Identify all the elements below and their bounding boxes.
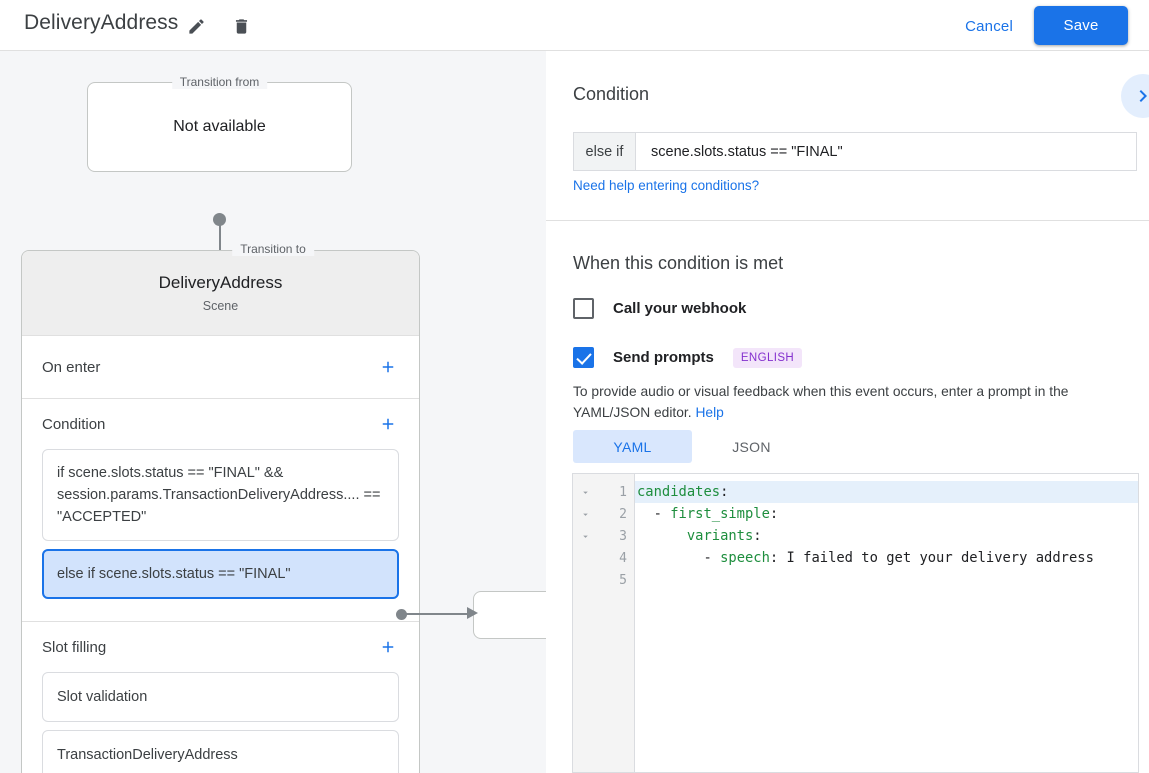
line-number: 5 bbox=[619, 572, 627, 588]
fold-arrow-icon[interactable] bbox=[573, 531, 597, 542]
line-number: 3 bbox=[619, 528, 627, 544]
app-header: DeliveryAddress Cancel Save bbox=[0, 0, 1149, 51]
code-line[interactable]: - speech: I failed to get your delivery … bbox=[635, 547, 1138, 569]
slot-chip-transaction-delivery-address[interactable]: TransactionDeliveryAddress bbox=[42, 730, 399, 773]
edge-line bbox=[404, 613, 470, 615]
section-on-enter: On enter bbox=[22, 336, 419, 399]
yaml-text: - bbox=[637, 506, 671, 522]
gutter-row: 3 bbox=[573, 525, 634, 547]
send-prompts-row[interactable]: Send prompts ENGLISH bbox=[573, 347, 803, 368]
condition-expression-input[interactable]: scene.slots.status == "FINAL" bbox=[651, 143, 843, 160]
plus-icon[interactable] bbox=[377, 413, 399, 435]
scene-type: Scene bbox=[202, 299, 239, 313]
line-number: 1 bbox=[619, 484, 627, 500]
yaml-text: - bbox=[637, 550, 721, 566]
connector-line bbox=[219, 219, 221, 265]
language-badge: ENGLISH bbox=[732, 347, 803, 368]
transition-from-card: Transition from Not available bbox=[87, 75, 352, 172]
yaml-text: : I failed to get your delivery address bbox=[769, 550, 1094, 566]
send-prompts-label: Send prompts bbox=[613, 349, 714, 366]
condition-chip-else-if[interactable]: else if scene.slots.status == "FINAL" bbox=[42, 549, 399, 599]
section-condition: Condition if scene.slots.status == "FINA… bbox=[22, 399, 419, 622]
chevron-right-icon[interactable] bbox=[1121, 74, 1149, 118]
gutter-row: 5 bbox=[573, 569, 634, 591]
scene-header: DeliveryAddress Scene bbox=[22, 251, 419, 336]
transition-from-legend: Transition from bbox=[171, 75, 268, 89]
flow-canvas[interactable]: Transition from Not available Transition… bbox=[0, 51, 546, 773]
call-webhook-label: Call your webhook bbox=[613, 300, 747, 317]
code-editor[interactable]: 1 2 3 4 5 candidates: - first_simple: varian… bbox=[572, 473, 1139, 773]
condition-help-link[interactable]: Need help entering conditions? bbox=[573, 178, 760, 193]
yaml-key: variants bbox=[686, 528, 754, 544]
cancel-button[interactable]: Cancel bbox=[957, 12, 1021, 40]
details-panel: Condition else if scene.slots.status == … bbox=[546, 51, 1149, 773]
edge-dot bbox=[396, 609, 407, 620]
yaml-key: speech bbox=[720, 550, 770, 566]
section-title-condition: Condition bbox=[42, 415, 106, 433]
gutter-row: 1 bbox=[573, 481, 634, 503]
line-number: 2 bbox=[619, 506, 627, 522]
condition-heading: Condition bbox=[573, 84, 650, 104]
section-title-slot-filling: Slot filling bbox=[42, 638, 107, 656]
yaml-text: : bbox=[720, 484, 729, 500]
when-condition-met-heading: When this condition is met bbox=[573, 253, 784, 273]
transition-to-card: DeliveryAddress Scene On enter Condition… bbox=[21, 250, 420, 773]
plus-icon[interactable] bbox=[377, 356, 399, 378]
tab-yaml[interactable]: YAML bbox=[573, 430, 692, 463]
condition-field[interactable]: else if scene.slots.status == "FINAL" bbox=[573, 132, 1137, 171]
condition-prefix-label: else if bbox=[574, 133, 636, 170]
line-number: 4 bbox=[619, 550, 627, 566]
page-title: DeliveryAddress bbox=[24, 11, 179, 34]
code-line[interactable]: candidates: bbox=[635, 481, 1138, 503]
scene-name: DeliveryAddress bbox=[158, 273, 283, 292]
fold-arrow-icon[interactable] bbox=[573, 509, 597, 520]
editor-gutter: 1 2 3 4 5 bbox=[573, 474, 635, 772]
gutter-row: 4 bbox=[573, 547, 634, 569]
tab-json[interactable]: JSON bbox=[732, 438, 771, 455]
section-title-on-enter: On enter bbox=[42, 358, 101, 376]
editor-code-area[interactable]: candidates: - first_simple: variants: - … bbox=[635, 474, 1138, 772]
condition-block: Condition else if scene.slots.status == … bbox=[546, 51, 1149, 221]
transition-from-value: Not available bbox=[173, 118, 266, 135]
yaml-text: : bbox=[753, 528, 762, 544]
code-line[interactable] bbox=[635, 569, 1138, 591]
next-node-card[interactable] bbox=[473, 591, 546, 639]
fold-arrow-icon[interactable] bbox=[573, 487, 597, 498]
trash-icon[interactable] bbox=[229, 14, 253, 38]
pencil-icon[interactable] bbox=[184, 14, 208, 38]
code-line[interactable]: variants: bbox=[635, 525, 1138, 547]
slot-chip-slot-validation[interactable]: Slot validation bbox=[42, 672, 399, 722]
prompt-help-link[interactable]: Help bbox=[695, 405, 724, 420]
editor-tabs: YAML JSON bbox=[573, 430, 811, 463]
gutter-row: 2 bbox=[573, 503, 634, 525]
condition-chip-if[interactable]: if scene.slots.status == "FINAL" && sess… bbox=[42, 449, 399, 541]
yaml-text: : bbox=[769, 506, 779, 522]
code-line[interactable]: - first_simple: bbox=[635, 503, 1138, 525]
plus-icon[interactable] bbox=[377, 636, 399, 658]
yaml-text bbox=[637, 528, 687, 544]
yaml-key: first_simple bbox=[670, 506, 770, 522]
prompt-help-sentence: To provide audio or visual feedback when… bbox=[573, 384, 1069, 420]
call-webhook-checkbox[interactable] bbox=[573, 298, 594, 319]
call-webhook-row[interactable]: Call your webhook bbox=[573, 298, 746, 319]
send-prompts-checkbox[interactable] bbox=[573, 347, 594, 368]
section-slot-filling: Slot filling Slot validation Transaction… bbox=[22, 622, 419, 773]
save-button[interactable]: Save bbox=[1034, 6, 1128, 45]
transition-to-legend: Transition to bbox=[232, 242, 314, 256]
prompt-help-text: To provide audio or visual feedback when… bbox=[573, 381, 1133, 423]
edge-arrow-icon bbox=[467, 607, 478, 619]
yaml-key: candidates bbox=[637, 484, 721, 500]
